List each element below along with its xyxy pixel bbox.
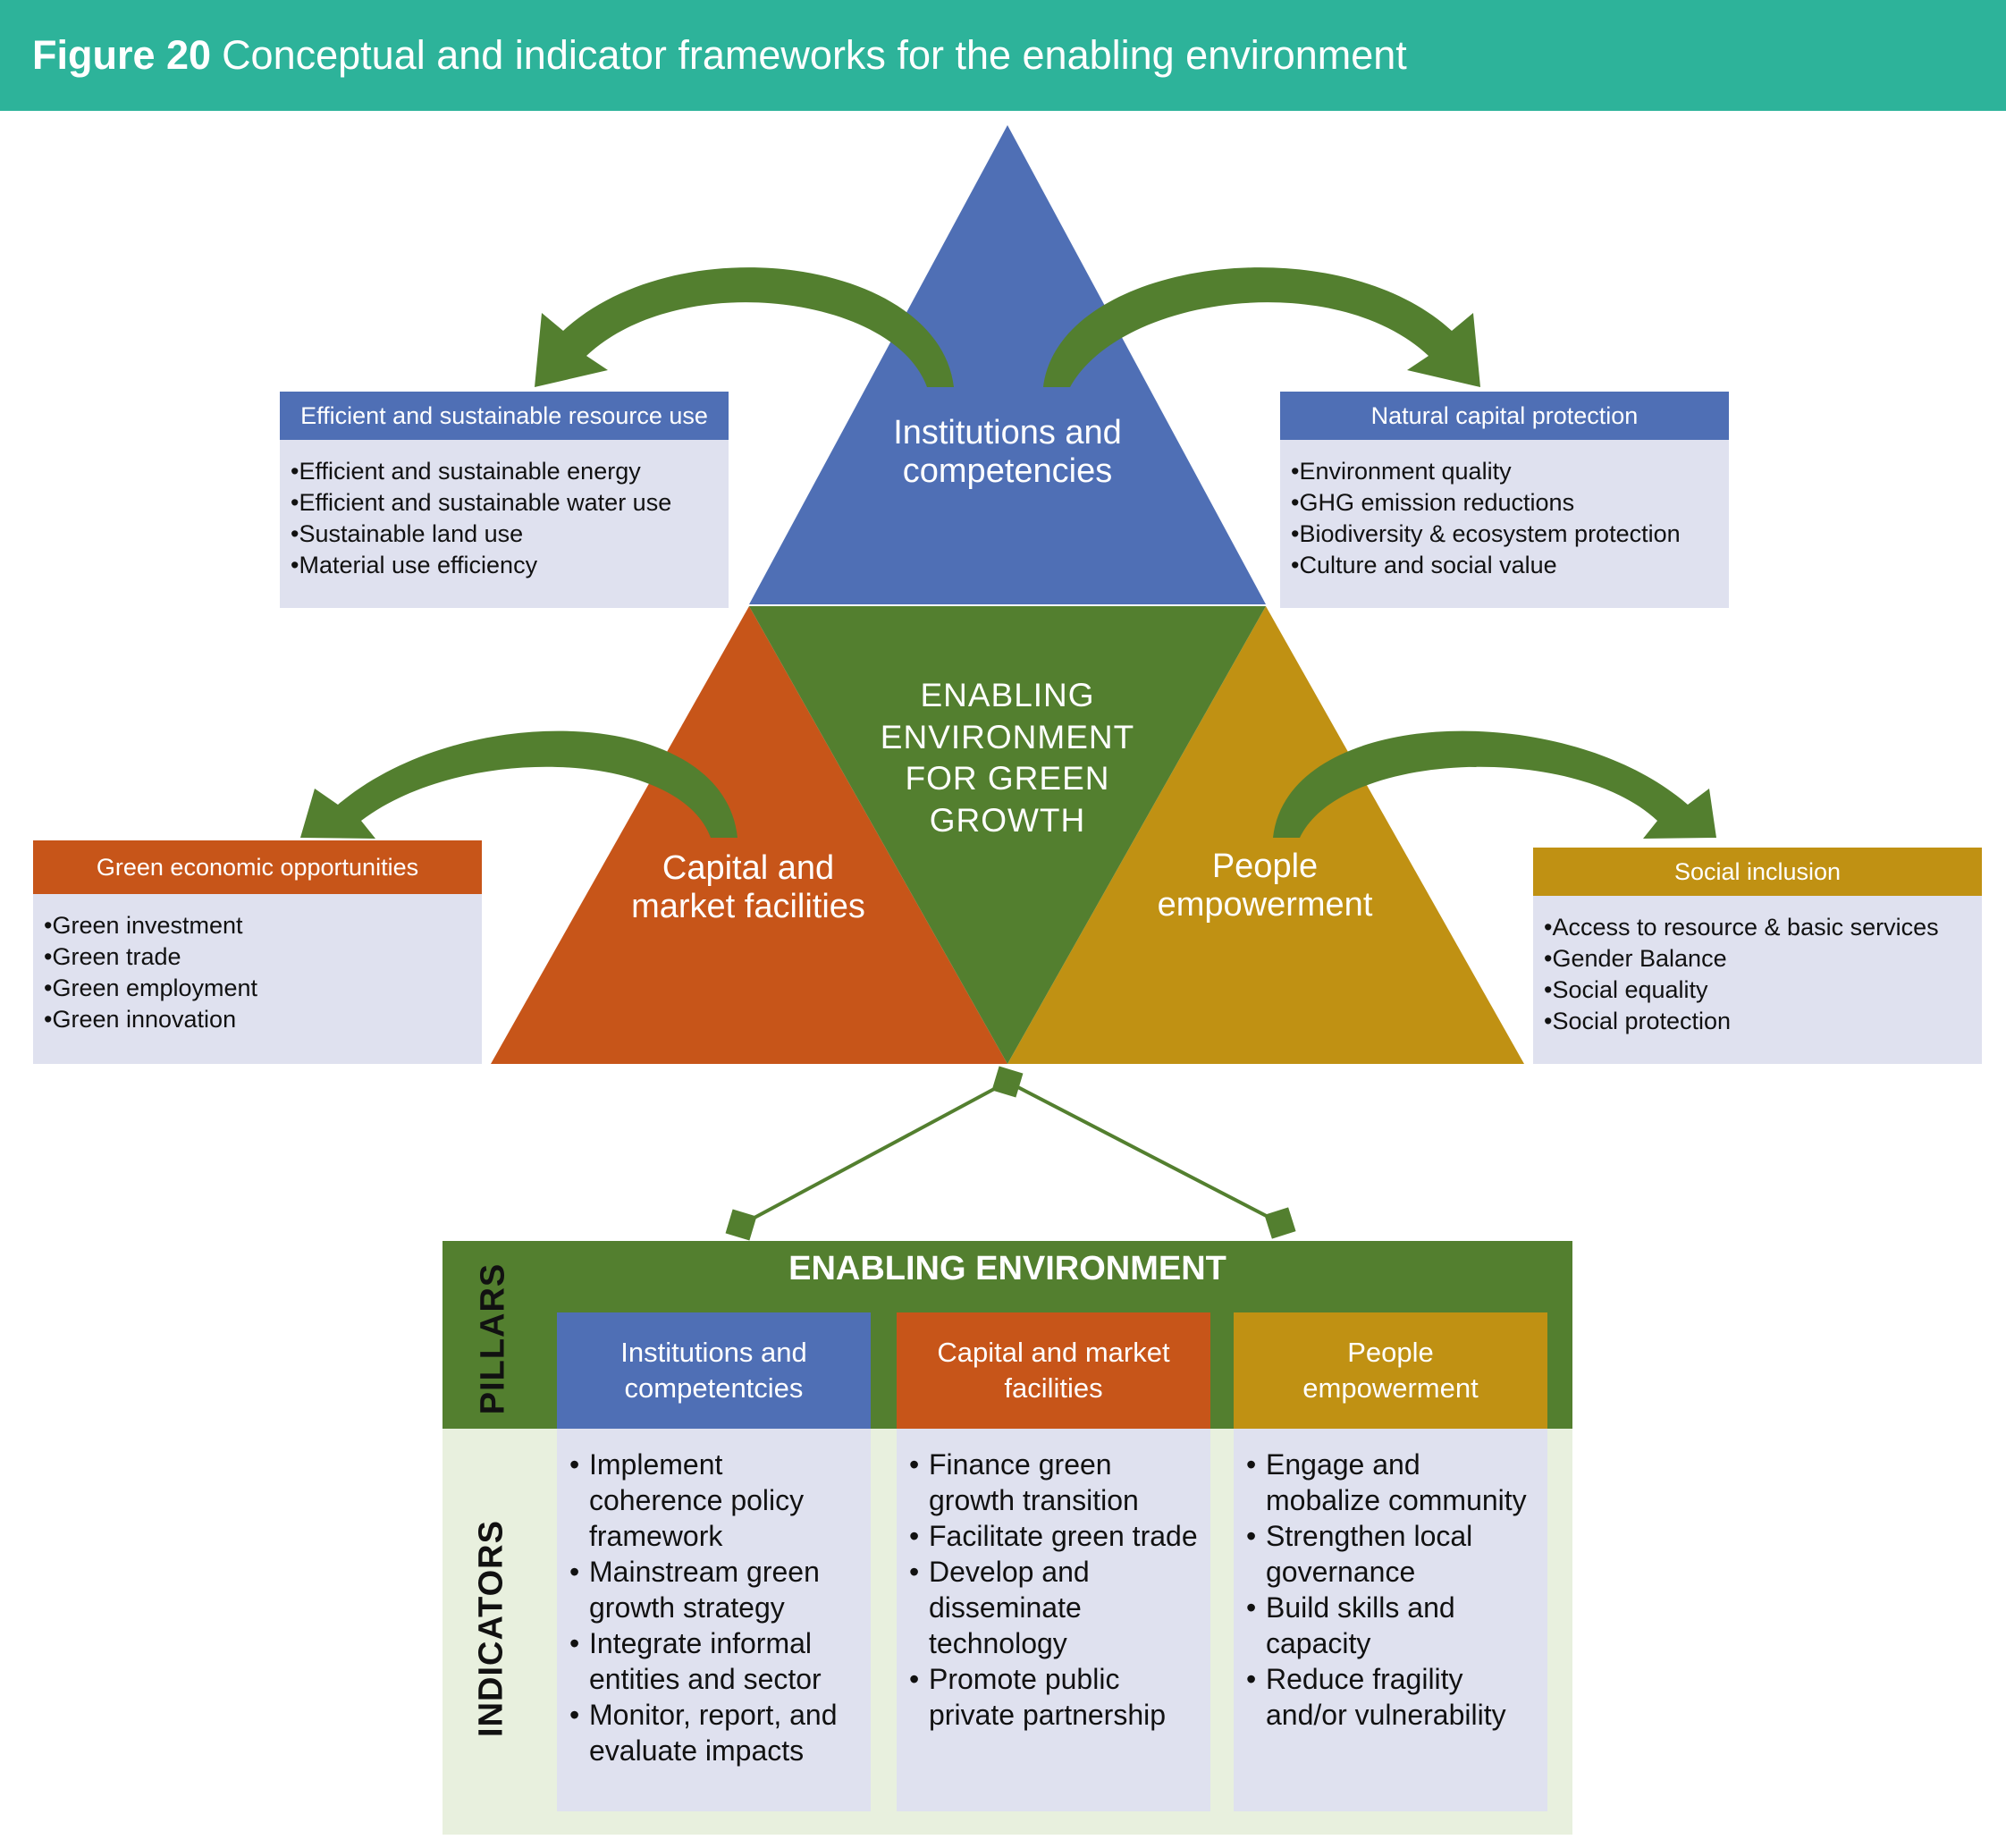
center-triangle bbox=[749, 606, 1266, 1064]
box-resource-use: Efficient and sustainable resource use •… bbox=[280, 392, 729, 608]
top-triangle-label: Institutions and competencies bbox=[893, 414, 1122, 490]
center-triangle-label: ENABLING ENVIRONMENT FOR GREEN GROWTH bbox=[880, 677, 1135, 839]
figure-label: Figure 20 bbox=[32, 32, 212, 78]
list-item: Environment quality bbox=[1299, 458, 1512, 485]
list-item: Gender Balance bbox=[1552, 945, 1727, 972]
list-item: Culture and social value bbox=[1299, 552, 1557, 578]
box-green-economic: Green economic opportunities •Green inve… bbox=[33, 840, 482, 1064]
list-item: Green investment bbox=[52, 912, 243, 939]
list-item: Efficient and sustainable water use bbox=[299, 489, 672, 516]
list-item: GHG emission reductions bbox=[1299, 489, 1575, 516]
list-item: Green innovation bbox=[52, 1006, 237, 1033]
pillars-label: PILLARS bbox=[474, 1262, 512, 1415]
list-item: •Reduce fragility and/or vulnerability bbox=[1246, 1663, 1506, 1731]
box-body: •Efficient and sustainable energy •Effic… bbox=[280, 440, 729, 608]
box-title: Natural capital protection bbox=[1280, 392, 1729, 440]
box-title: Efficient and sustainable resource use bbox=[280, 392, 729, 440]
list-item: Sustainable land use bbox=[299, 520, 524, 547]
list-item: •Engage and mobalize community bbox=[1246, 1448, 1527, 1516]
list-item: •Monitor, report, and evaluate impacts bbox=[569, 1699, 838, 1767]
list-item: Efficient and sustainable energy bbox=[299, 458, 641, 485]
list-item: Green trade bbox=[52, 943, 181, 970]
list-item: •Develop and disseminate technology bbox=[909, 1556, 1090, 1659]
indicators-capital: •Finance green growth transition •Facili… bbox=[897, 1429, 1210, 1811]
box-body: •Access to resource & basic services •Ge… bbox=[1533, 896, 1982, 1064]
list-item: Social equality bbox=[1552, 976, 1708, 1003]
box-social-inclusion: Social inclusion •Access to resource & b… bbox=[1533, 848, 1982, 1064]
right-triangle-label: People empowerment bbox=[1157, 848, 1373, 924]
list-item: Green employment bbox=[52, 975, 258, 1001]
figure-header: Figure 20 Conceptual and indicator frame… bbox=[0, 0, 2006, 111]
box-natural-capital: Natural capital protection •Environment … bbox=[1280, 392, 1729, 608]
arrow-top-right bbox=[1043, 267, 1480, 387]
figure-title: Conceptual and indicator frameworks for … bbox=[222, 32, 1407, 78]
box-title: Social inclusion bbox=[1533, 848, 1982, 896]
left-triangle bbox=[491, 606, 1007, 1064]
left-triangle-label: Capital and market facilities bbox=[631, 849, 865, 925]
list-item: Access to resource & basic services bbox=[1552, 914, 1939, 941]
table-title: ENABLING ENVIRONMENT bbox=[788, 1250, 1226, 1287]
connector-left bbox=[725, 1066, 1024, 1241]
list-item: •Implement coherence policy framework bbox=[569, 1448, 805, 1552]
list-item: Biodiversity & ecosystem protection bbox=[1299, 520, 1681, 547]
indicators-people: •Engage and mobalize community •Strength… bbox=[1234, 1429, 1547, 1811]
list-item: •Facilitate green trade bbox=[909, 1520, 1198, 1552]
indicators-institutions: •Implement coherence policy framework •M… bbox=[557, 1429, 871, 1811]
list-item: •Finance green growth transition bbox=[909, 1448, 1139, 1516]
list-item: •Build skills and capacity bbox=[1246, 1591, 1455, 1659]
box-body: •Environment quality •GHG emission reduc… bbox=[1280, 440, 1729, 608]
list-item: •Promote public private partnership bbox=[909, 1663, 1167, 1731]
top-triangle bbox=[749, 125, 1266, 604]
pillar-institutions: Institutions and competentcies bbox=[557, 1312, 871, 1429]
box-body: •Green investment •Green trade •Green em… bbox=[33, 894, 482, 1064]
right-triangle bbox=[1007, 606, 1524, 1064]
connector-right bbox=[1007, 1080, 1296, 1239]
box-title: Green economic opportunities bbox=[33, 840, 482, 894]
arrow-left bbox=[300, 730, 738, 839]
pillar-people: People empowerment bbox=[1234, 1312, 1547, 1429]
arrow-top-left bbox=[535, 267, 954, 387]
list-item: Material use efficiency bbox=[299, 552, 538, 578]
list-item: •Strengthen local governance bbox=[1246, 1520, 1473, 1588]
list-item: •Mainstream green growth strategy bbox=[569, 1556, 820, 1624]
indicators-label: INDICATORS bbox=[472, 1520, 510, 1737]
list-item: •Integrate informal entities and sector bbox=[569, 1627, 822, 1695]
arrow-right bbox=[1273, 730, 1716, 839]
pillar-capital: Capital and market facilities bbox=[897, 1312, 1210, 1429]
list-item: Social protection bbox=[1552, 1008, 1732, 1034]
